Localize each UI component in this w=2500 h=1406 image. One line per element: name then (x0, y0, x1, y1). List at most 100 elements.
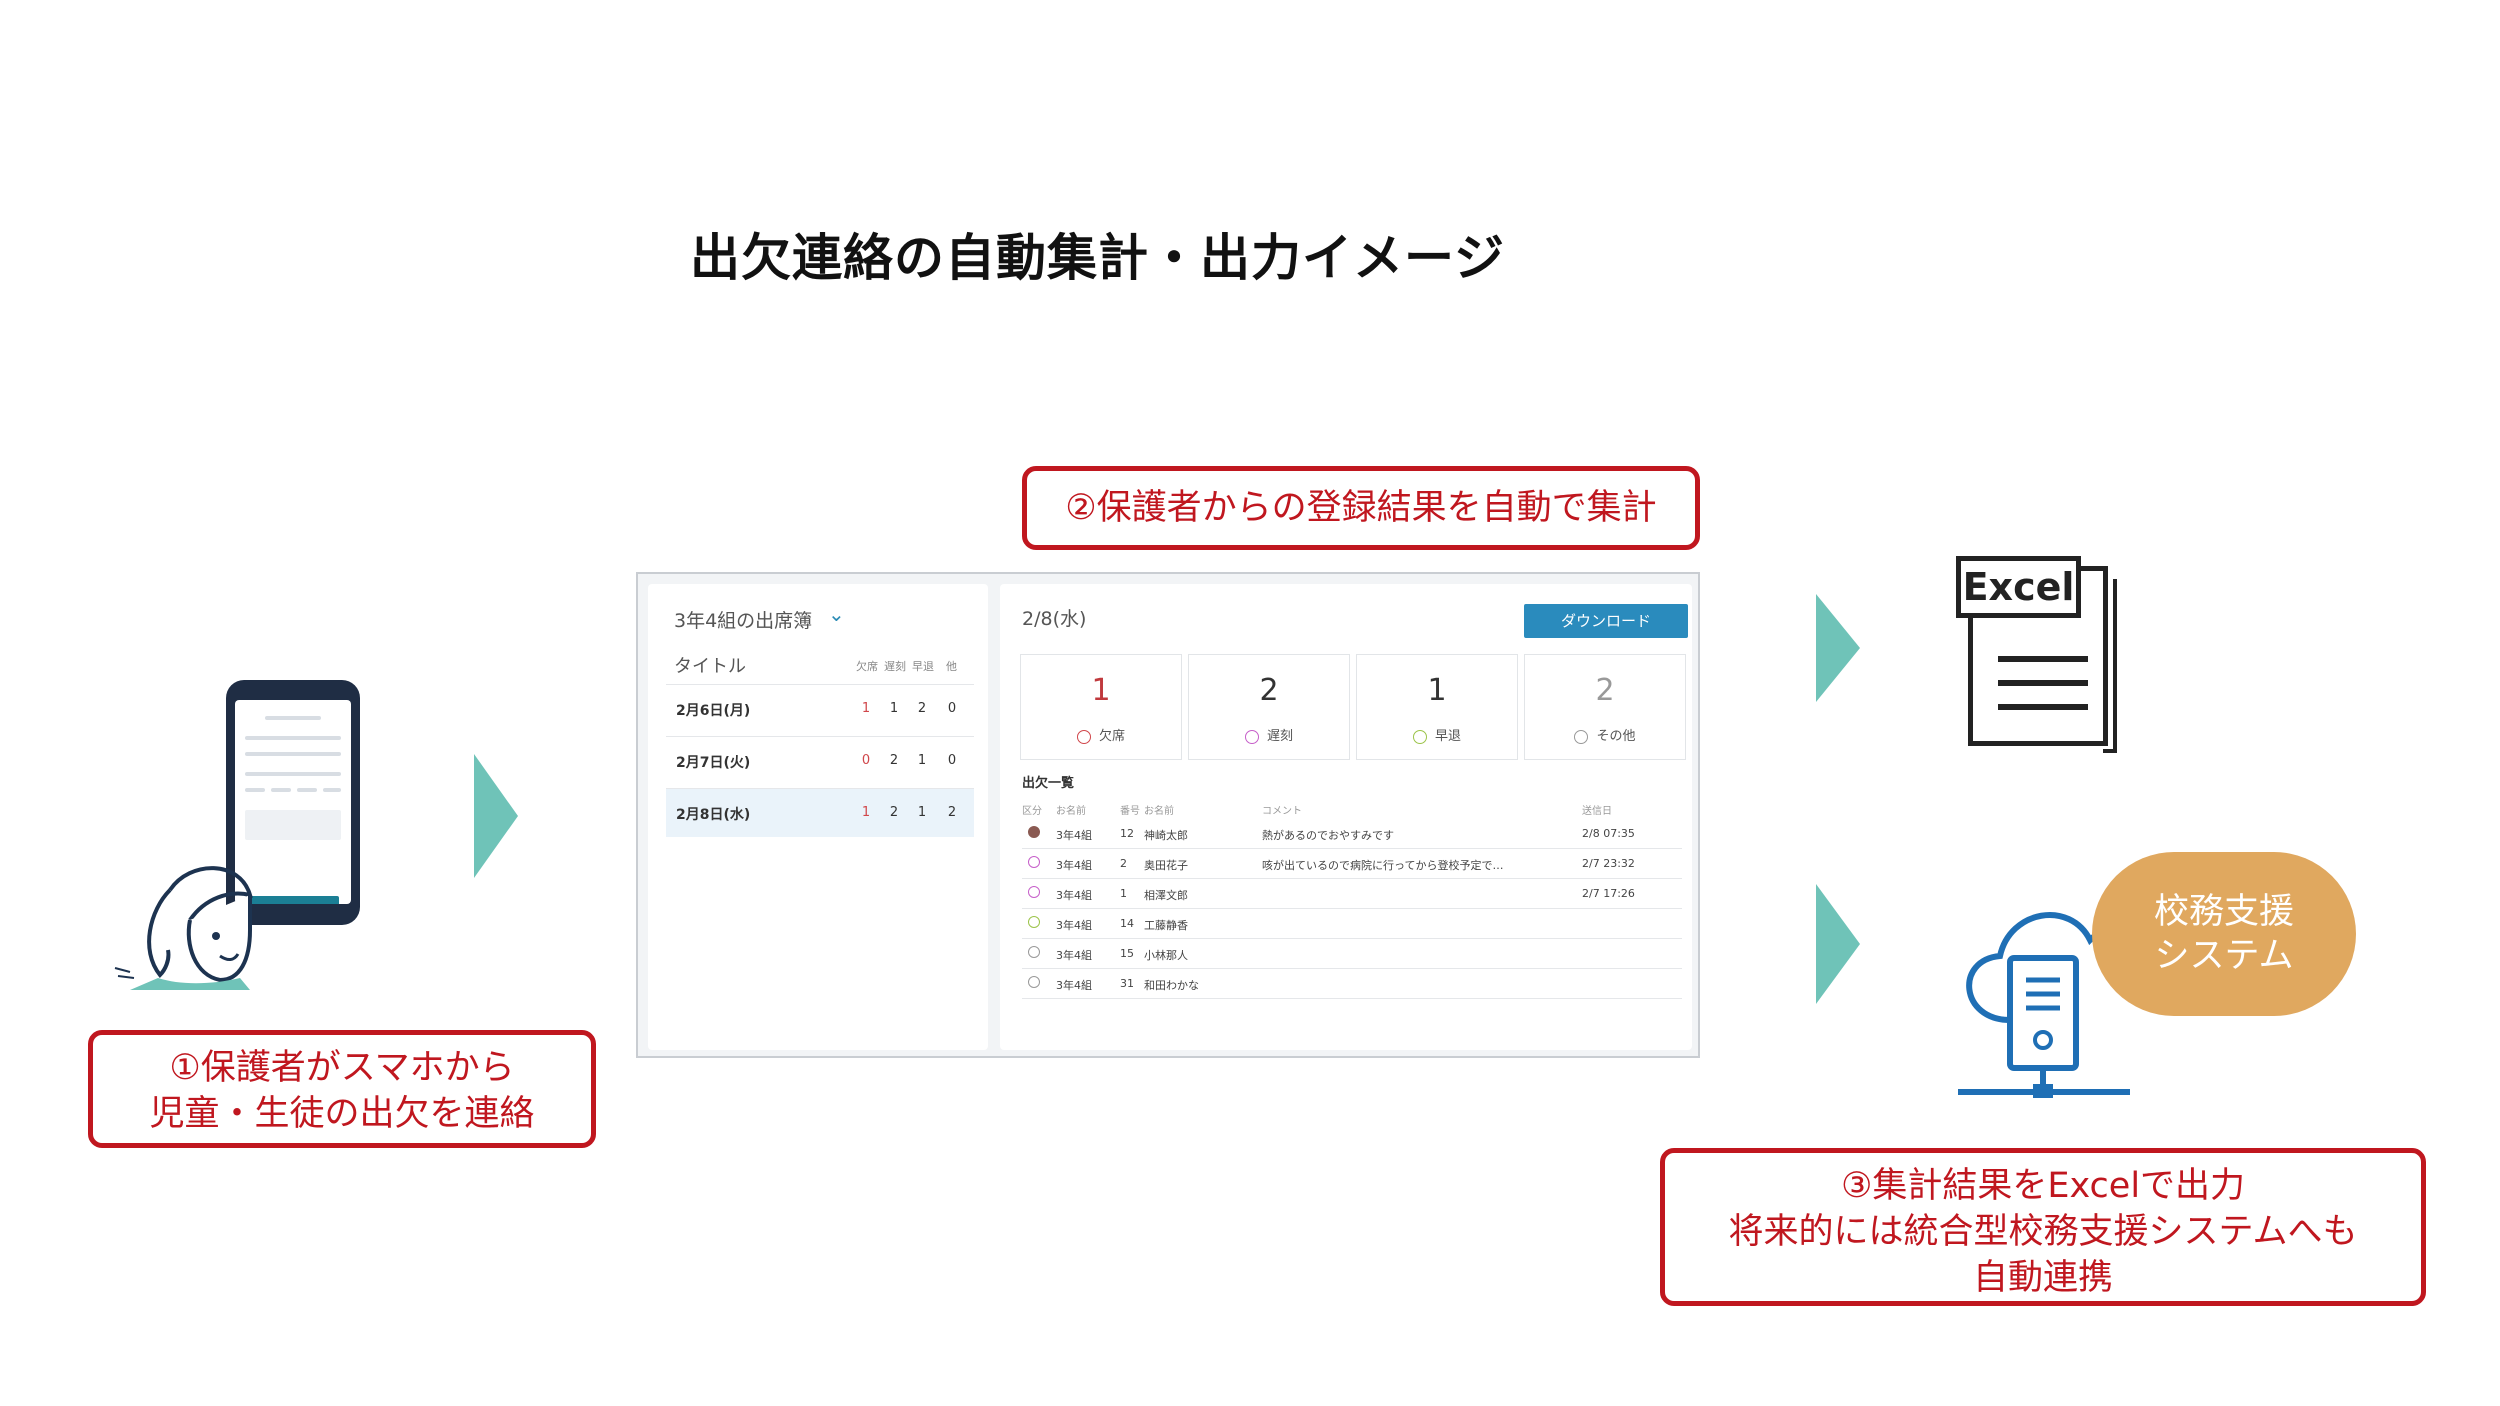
table-row[interactable]: 3年4組 31 和田わかな (1022, 968, 1682, 999)
stat-absent[interactable]: 1 欠席 (1020, 654, 1182, 760)
callout-step2: ②保護者からの登録結果を自動で集計 (1022, 466, 1700, 550)
day-absent: 0 (861, 753, 871, 768)
row-sent: 2/7 23:32 (1582, 857, 1635, 870)
callout-step2-text: ②保護者からの登録結果を自動で集計 (1065, 488, 1657, 528)
day-late: 2 (889, 753, 899, 768)
class-title[interactable]: 3年4組の出席簿 (674, 610, 813, 632)
day-row-selected[interactable]: 2月8日(水) 1 2 1 2 (666, 788, 974, 837)
absent-icon (1076, 729, 1091, 744)
row-class: 3年4組 (1056, 979, 1092, 992)
flow-arrow-3 (1816, 884, 1860, 1004)
list-title: 出欠一覧 (1022, 776, 1075, 791)
bubble-line1: 校務支援 (2153, 892, 2294, 932)
parent-avatar-icon (114, 866, 253, 990)
callout-step3-line3: 自動連携 (1972, 1258, 2113, 1298)
download-button[interactable]: ダウンロード (1524, 604, 1688, 638)
day-other: 0 (947, 701, 957, 716)
table-row[interactable]: 3年4組 14 工藤静香 (1022, 908, 1682, 939)
phone-screen (235, 700, 351, 904)
stat-label: その他 (1596, 729, 1636, 744)
page-title: 出欠連絡の自動集計・出力イメージ (690, 229, 1505, 287)
day-row[interactable]: 2月6日(月) 1 1 2 0 (666, 684, 974, 733)
row-comment: 咳が出ているので病院に行ってから登校予定で… (1262, 859, 1504, 872)
excel-label: Excel (1956, 556, 2081, 618)
row-comment: 熱があるのでおやすみです (1262, 829, 1394, 842)
col-name: お名前 (1144, 806, 1174, 817)
row-class: 3年4組 (1056, 919, 1092, 932)
table-row[interactable]: 3年4組 2 奥田花子 咳が出ているので病院に行ってから登校予定で… 2/7 2… (1022, 848, 1682, 879)
day-early: 1 (917, 753, 927, 768)
row-sent: 2/7 17:26 (1582, 887, 1635, 900)
stat-label: 遅刻 (1266, 729, 1293, 744)
callout-step3-line1: ③集計結果をExcelで出力 (1840, 1166, 2246, 1206)
smartphone-illustration (226, 680, 360, 925)
row-name: 工藤静香 (1144, 919, 1188, 932)
table-row[interactable]: 3年4組 12 神崎太郎 熱があるのでおやすみです 2/8 07:35 (1022, 818, 1682, 849)
chevron-down-icon[interactable]: ⌄ (828, 602, 845, 626)
attendance-sidebar: 3年4組の出席簿 ⌄ タイトル 欠席 遅刻 早退 他 2月6日(月) 1 1 2… (648, 584, 988, 1050)
day-absent: 1 (861, 805, 871, 820)
list-header-title: タイトル (674, 656, 746, 677)
row-name: 神崎太郎 (1144, 829, 1188, 842)
selected-date: 2/8(水) (1022, 608, 1087, 630)
day-other: 2 (947, 805, 957, 820)
row-class: 3年4組 (1056, 859, 1092, 872)
attendance-app-screenshot: 3年4組の出席簿 ⌄ タイトル 欠席 遅刻 早退 他 2月6日(月) 1 1 2… (636, 572, 1700, 1058)
col-comment: コメント (1262, 806, 1302, 817)
day-date: 2月8日(水) (676, 807, 751, 823)
spreadsheet-lines-icon (1998, 656, 2088, 728)
callout-step1-line1: ①保護者がスマホから (169, 1048, 515, 1088)
other-icon (1574, 729, 1589, 744)
stat-early[interactable]: 1 早退 (1356, 654, 1518, 760)
day-late: 2 (889, 805, 899, 820)
bubble-line2: システム (2154, 936, 2294, 976)
stat-value: 2 (1595, 673, 1615, 708)
stat-value: 1 (1091, 673, 1111, 708)
row-class: 3年4組 (1056, 829, 1092, 842)
attendance-detail: 2/8(水) ダウンロード 1 欠席 2 遅刻 1 早退 2 その他 出欠一覧 … (1000, 584, 1692, 1050)
day-date: 2月7日(火) (676, 755, 751, 771)
row-number: 15 (1120, 947, 1134, 960)
day-early: 1 (917, 805, 927, 820)
day-row[interactable]: 2月7日(火) 0 2 1 0 (666, 736, 974, 785)
stat-value: 2 (1259, 673, 1279, 708)
row-number: 12 (1120, 827, 1134, 840)
flow-arrow-2 (1816, 594, 1860, 702)
col-late: 遅刻 (884, 660, 906, 673)
day-date: 2月6日(月) (676, 703, 751, 719)
row-number: 31 (1120, 977, 1134, 990)
row-name: 小林那人 (1144, 949, 1188, 962)
other-icon (1028, 976, 1040, 988)
early-leave-icon (1028, 916, 1040, 928)
col-sent: 送信日 (1582, 806, 1612, 817)
callout-step1: ①保護者がスマホから 児童・生徒の出欠を連絡 (88, 1030, 596, 1148)
stat-other[interactable]: 2 その他 (1524, 654, 1686, 760)
other-icon (1028, 946, 1040, 958)
row-number: 1 (1120, 887, 1127, 900)
callout-step1-line2: 児童・生徒の出欠を連絡 (149, 1094, 535, 1134)
row-class: 3年4組 (1056, 949, 1092, 962)
stat-label: 早退 (1434, 729, 1461, 744)
day-late: 1 (889, 701, 899, 716)
callout-step3-line2: 将来的には統合型校務支援システムへも (1728, 1212, 2358, 1252)
late-icon (1244, 729, 1259, 744)
row-sent: 2/8 07:35 (1582, 827, 1635, 840)
row-name: 奥田花子 (1144, 859, 1188, 872)
col-other: 他 (946, 660, 957, 673)
col-type: 区分 (1022, 806, 1042, 817)
table-row[interactable]: 3年4組 1 相澤文郎 2/7 17:26 (1022, 878, 1682, 909)
row-name: 相澤文郎 (1144, 889, 1188, 902)
row-number: 14 (1120, 917, 1134, 930)
callout-step3: ③集計結果をExcelで出力 将来的には統合型校務支援システムへも 自動連携 (1660, 1148, 2426, 1306)
table-row[interactable]: 3年4組 15 小林那人 (1022, 938, 1682, 969)
row-number: 2 (1120, 857, 1127, 870)
late-icon (1028, 856, 1040, 868)
stat-late[interactable]: 2 遅刻 (1188, 654, 1350, 760)
stat-value: 1 (1427, 673, 1447, 708)
col-absent: 欠席 (856, 660, 878, 673)
day-absent: 1 (861, 701, 871, 716)
day-other: 0 (947, 753, 957, 768)
col-early: 早退 (912, 660, 934, 673)
row-class: 3年4組 (1056, 889, 1092, 902)
flow-arrow-1 (474, 754, 518, 878)
